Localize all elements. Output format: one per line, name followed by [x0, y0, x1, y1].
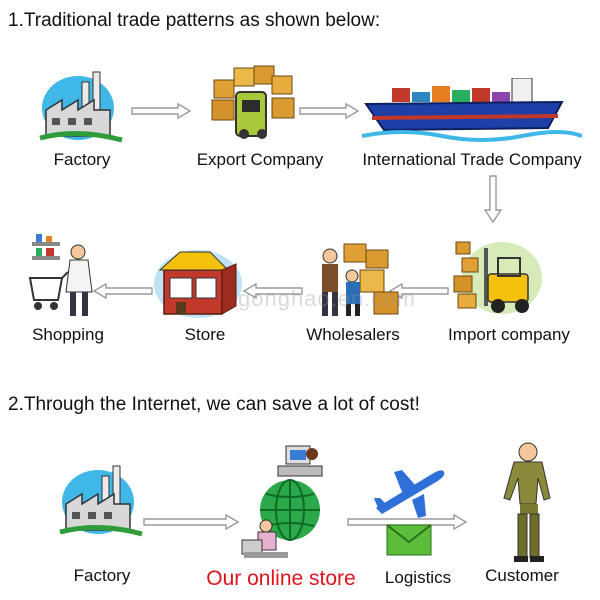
arrow-factory-to-export	[131, 102, 192, 120]
cargo-ship-icon	[362, 78, 582, 148]
factory-icon	[38, 58, 128, 148]
forklift-icon	[448, 228, 548, 320]
arrow-store-to-shopping	[92, 282, 153, 300]
online-store-label: Our online store	[206, 567, 356, 590]
store-label: Store	[184, 325, 226, 344]
arrow-export-to-international	[299, 102, 360, 120]
import-company-label: Import company	[448, 325, 570, 344]
section1-heading: 1.Traditional trade patterns as shown be…	[8, 10, 381, 31]
envelope-icon	[386, 524, 432, 556]
section2-heading: 2.Through the Internet, we can save a lo…	[8, 394, 420, 415]
online-store-icon	[238, 440, 334, 564]
arrow-wholesalers-to-store	[242, 282, 303, 300]
wholesalers-icon	[304, 240, 404, 320]
international-trade-company-label: International Trade Company	[362, 150, 582, 169]
export-company-icon	[206, 62, 298, 142]
shopping-label: Shopping	[32, 325, 104, 344]
airplane-icon	[372, 464, 448, 520]
arrow-online-store-to-logistics	[347, 513, 468, 531]
store-icon	[150, 244, 246, 320]
customer-label: Customer	[485, 566, 559, 585]
export-company-label: Export Company	[196, 150, 324, 169]
factory-label: Factory	[53, 150, 111, 169]
arrow-international-to-import	[483, 175, 503, 224]
factory-icon-2	[58, 452, 148, 542]
customer-icon	[492, 438, 560, 564]
logistics-label: Logistics	[384, 568, 452, 587]
wholesalers-label: Wholesalers	[306, 325, 400, 344]
shopping-cart-icon	[26, 234, 106, 320]
watermark: gonghao.en.com	[238, 286, 416, 311]
arrow-factory-to-online-store	[143, 513, 240, 531]
factory-label-2: Factory	[73, 566, 131, 585]
